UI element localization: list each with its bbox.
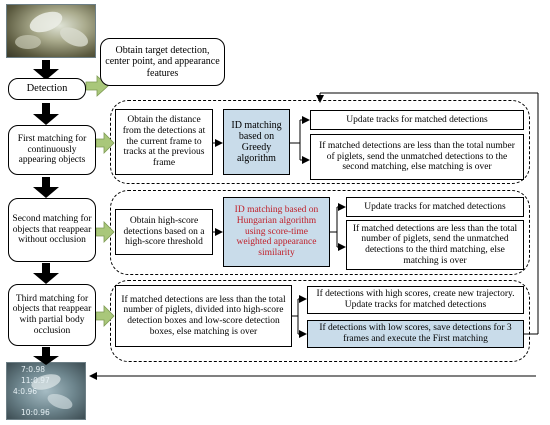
high-score-filter-box: Obtain high-score detections based on a … xyxy=(115,209,213,255)
score-split-text: If matched detections are less than the … xyxy=(121,294,286,337)
input-frame-image xyxy=(6,4,96,58)
update-tracks-text-2: Update tracks for matched detections xyxy=(364,201,506,212)
output-frame-image: 7:0.98 11:0.97 4:0.96 10:0.96 xyxy=(6,362,86,420)
greedy-matching-box: ID matching based on Greedy algorithm xyxy=(223,109,290,175)
detection-label: Detection xyxy=(26,83,68,95)
second-matching-step: Second matching for objects that reappea… xyxy=(8,198,96,262)
third-matching-group xyxy=(110,280,530,362)
hungarian-matching-text: ID matching based on Hungarian algorithm… xyxy=(234,205,319,258)
feature-extraction-note: Obtain target detection, center point, a… xyxy=(100,38,225,86)
distance-computation-text: Obtain the distance from the detections … xyxy=(122,115,206,168)
high-score-trajectory-box: If detections with high scores, create n… xyxy=(307,286,524,314)
photo-label: 7:0.98 xyxy=(21,365,45,374)
high-score-trajectory-text: If detections with high scores, create n… xyxy=(316,289,515,310)
first-matching-step: First matching for continuously appearin… xyxy=(8,125,96,175)
update-tracks-text-1: Update tracks for matched detections xyxy=(346,114,488,125)
low-score-save-box: If detections with low scores, save dete… xyxy=(307,320,524,348)
low-score-save-text: If detections with low scores, save dete… xyxy=(319,323,512,344)
second-matching-condition-box: If matched detections are less than the … xyxy=(310,134,524,180)
second-matching-condition-text: If matched detections are less than the … xyxy=(319,141,515,173)
third-matching-condition-text: If matched detections are less than the … xyxy=(352,223,518,266)
update-tracks-box-2: Update tracks for matched detections xyxy=(346,197,524,217)
detection-step: Detection xyxy=(8,78,86,100)
first-matching-label: First matching for continuously appearin… xyxy=(17,134,87,166)
distance-computation-box: Obtain the distance from the detections … xyxy=(115,109,213,175)
third-matching-label: Third matching for objects that reappear… xyxy=(12,293,92,336)
photo-label: 10:0.96 xyxy=(21,408,50,417)
feature-extraction-text: Obtain target detection, center point, a… xyxy=(105,45,220,79)
high-score-filter-text: Obtain high-score detections based on a … xyxy=(123,216,205,248)
photo-label: 4:0.96 xyxy=(13,387,37,396)
second-matching-label: Second matching for objects that reappea… xyxy=(12,214,92,246)
hungarian-matching-box: ID matching based on Hungarian algorithm… xyxy=(223,197,330,267)
third-matching-step: Third matching for objects that reappear… xyxy=(8,284,96,346)
third-matching-condition-box: If matched detections are less than the … xyxy=(346,220,524,270)
greedy-matching-text: ID matching based on Greedy algorithm xyxy=(231,119,282,165)
update-tracks-box-1: Update tracks for matched detections xyxy=(310,110,524,130)
score-split-box: If matched detections are less than the … xyxy=(115,285,292,347)
photo-label: 11:0.97 xyxy=(21,376,50,385)
